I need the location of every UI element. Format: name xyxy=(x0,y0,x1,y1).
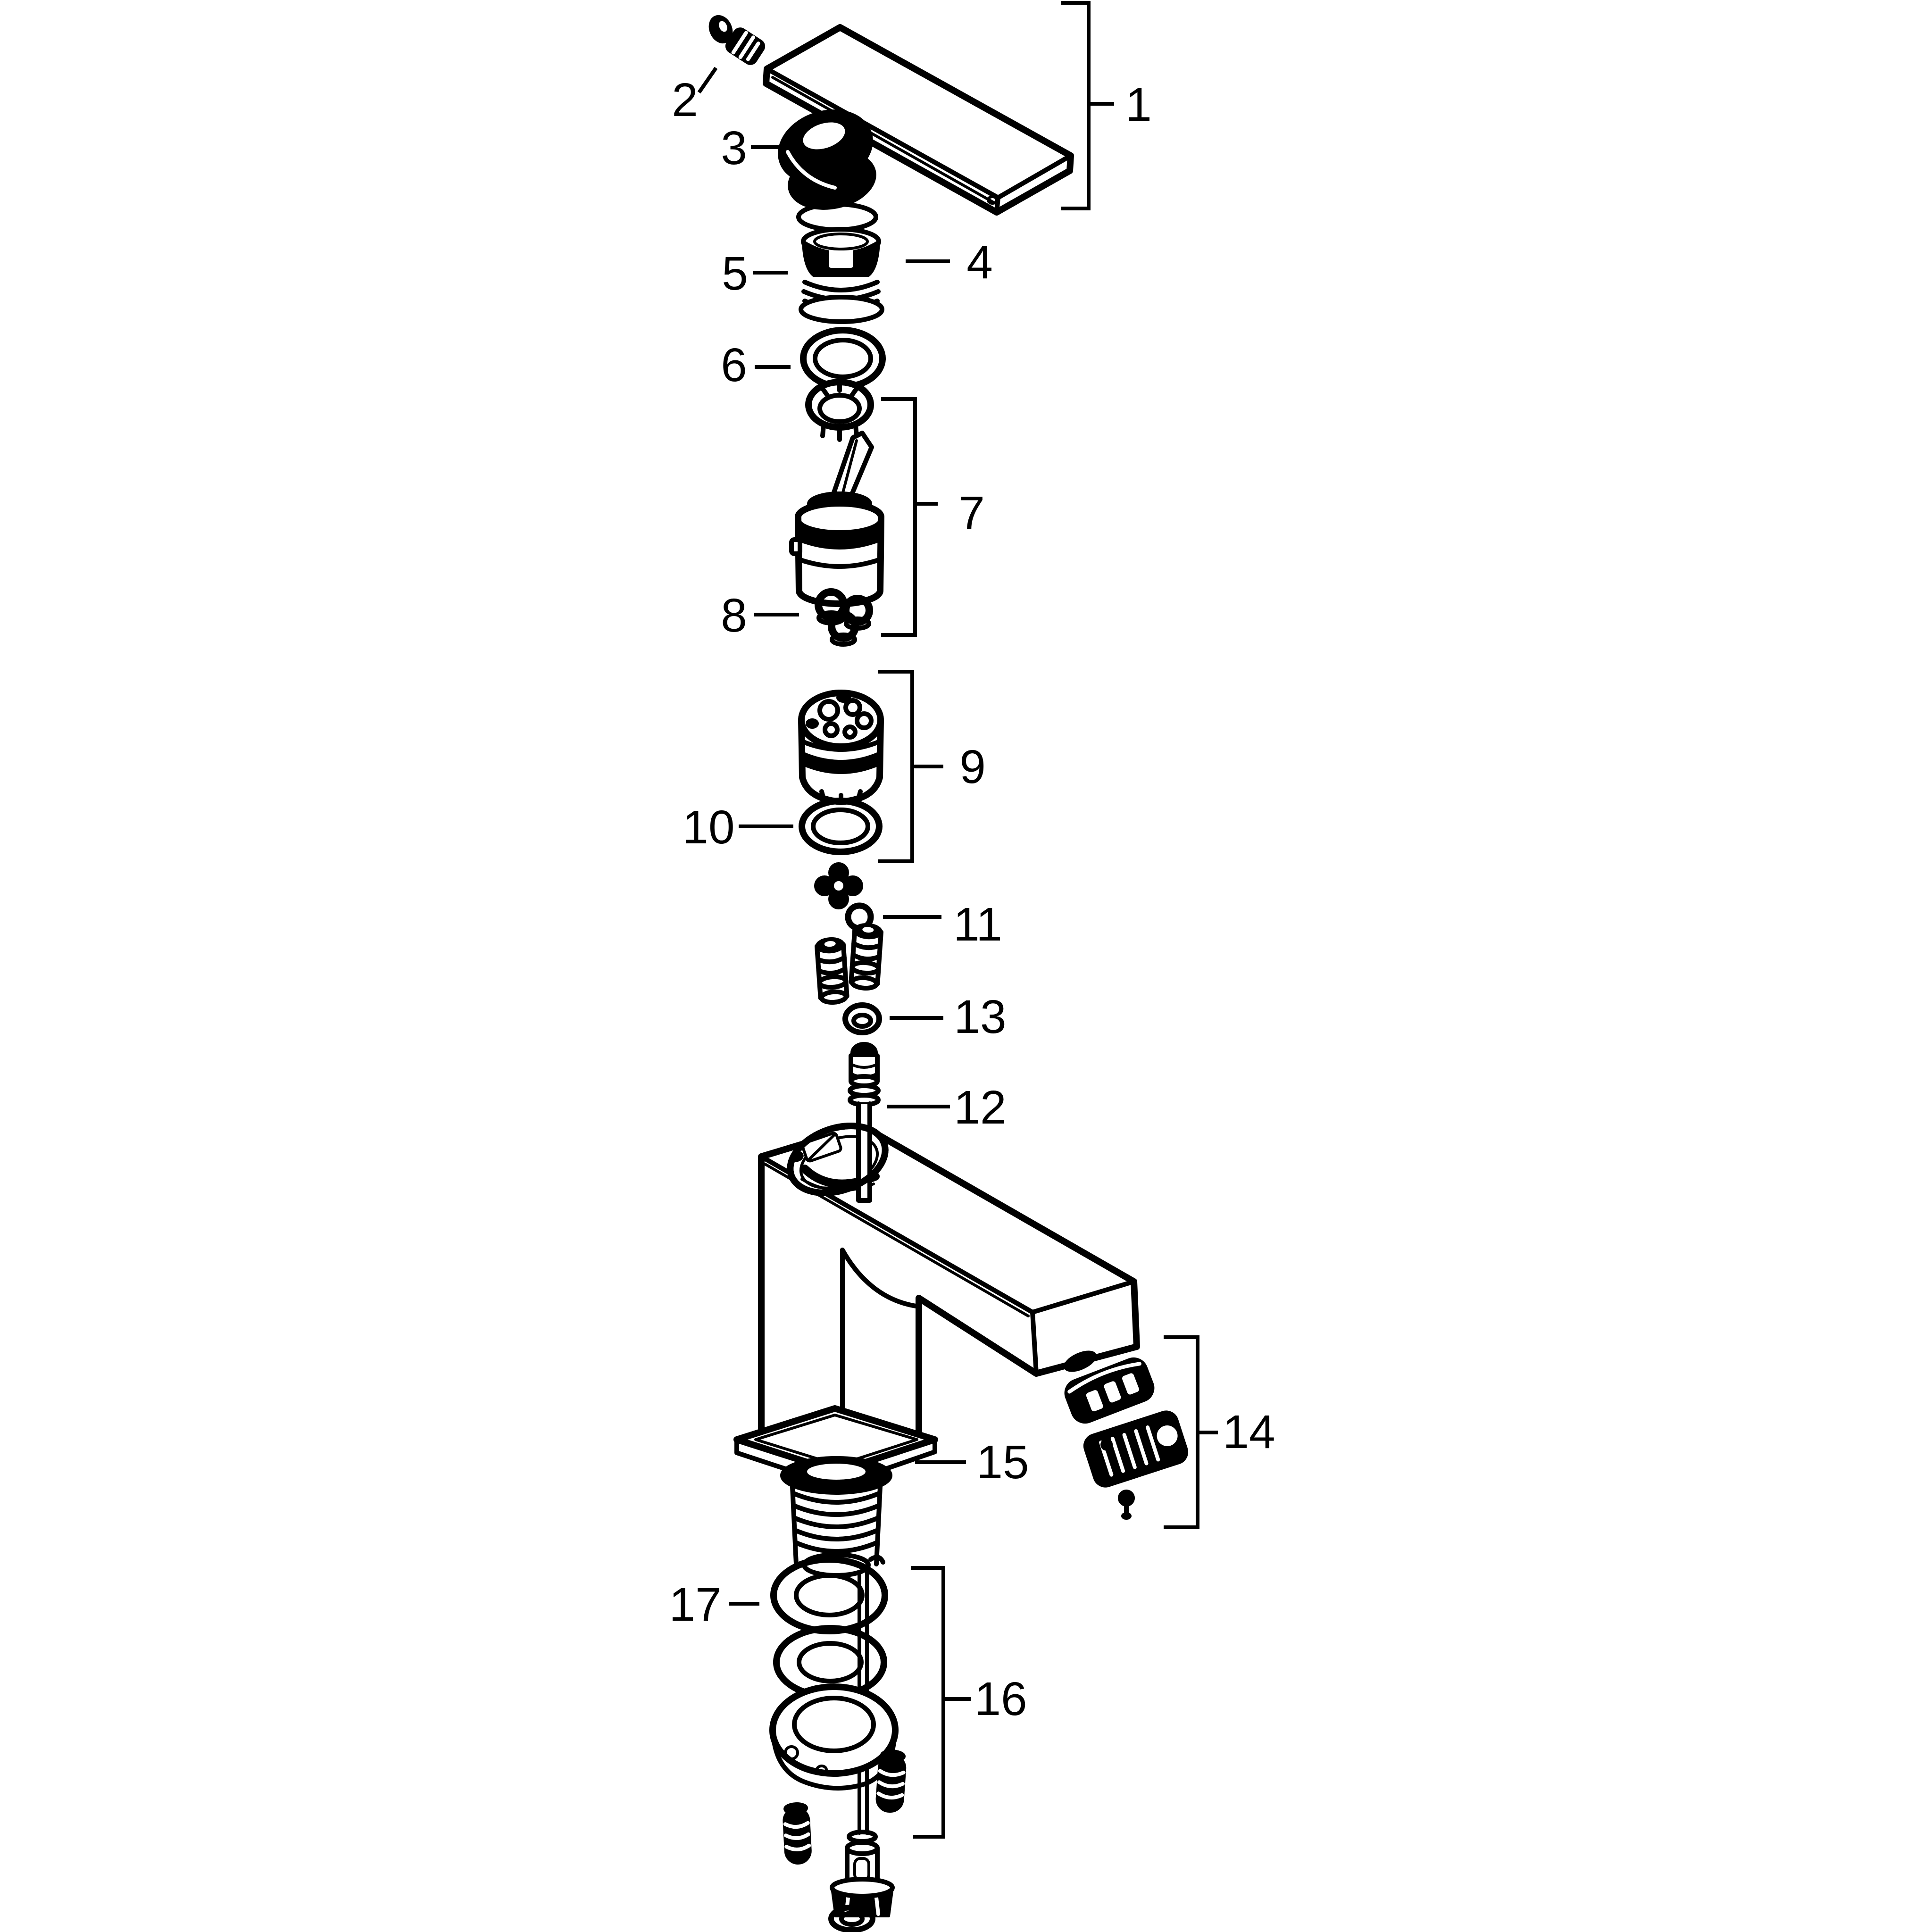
insert-screw xyxy=(1118,1490,1135,1520)
part-label-9: 9 xyxy=(959,741,986,793)
handle-escutcheon xyxy=(778,109,878,232)
handle-lever-plate xyxy=(763,24,1074,216)
part-label-4: 4 xyxy=(966,236,993,289)
laminar-insert-upper xyxy=(1064,1357,1155,1424)
part-label-14: 14 xyxy=(1223,1406,1275,1458)
part-label-5: 5 xyxy=(722,247,748,300)
laminar-insert-lower xyxy=(1083,1410,1189,1488)
part-label-3: 3 xyxy=(721,122,747,175)
mounting-shank-15 xyxy=(780,1456,892,1578)
check-valve-right xyxy=(849,923,883,991)
part-label-17: 17 xyxy=(669,1578,721,1631)
part-label-2: 2 xyxy=(672,74,698,126)
faucet-body xyxy=(733,1123,1140,1488)
part-label-10: 10 xyxy=(682,801,734,854)
handle-set-screw xyxy=(708,15,766,65)
part-label-6: 6 xyxy=(721,339,747,391)
part-label-8: 8 xyxy=(721,589,747,642)
check-valve-left xyxy=(815,937,849,1005)
spacer-ring-13 xyxy=(842,1002,882,1035)
callout-leader-2 xyxy=(697,67,718,94)
part-label-13: 13 xyxy=(954,991,1006,1043)
callout-bracket-14 xyxy=(1164,1335,1218,1529)
part-label-7: 7 xyxy=(958,487,985,540)
part-label-16: 16 xyxy=(974,1673,1027,1725)
cartridge-seal-set xyxy=(815,588,873,647)
body-opening-rim xyxy=(787,1123,889,1196)
aerator xyxy=(798,690,884,805)
mounting-screw-right xyxy=(875,1749,907,1813)
cartridge-retainer-ring xyxy=(805,379,874,442)
mounting-screw-left xyxy=(783,1802,812,1865)
hose-connector xyxy=(828,1830,895,1932)
spline-clip xyxy=(814,862,863,909)
part-label-15: 15 xyxy=(976,1436,1029,1489)
part-label-11: 11 xyxy=(953,898,1002,951)
cartridge xyxy=(789,431,884,607)
mounting-flange xyxy=(769,1683,899,1791)
callout-bracket-16 xyxy=(911,1566,971,1839)
part-label-12: 12 xyxy=(954,1081,1006,1134)
cartridge-retaining-nut xyxy=(799,227,884,324)
part-label-1: 1 xyxy=(1125,78,1152,131)
o-ring-10 xyxy=(799,798,883,855)
callout-bracket-9 xyxy=(878,670,943,863)
callout-bracket-7 xyxy=(881,397,938,637)
callout-bracket-1 xyxy=(1061,1,1114,210)
